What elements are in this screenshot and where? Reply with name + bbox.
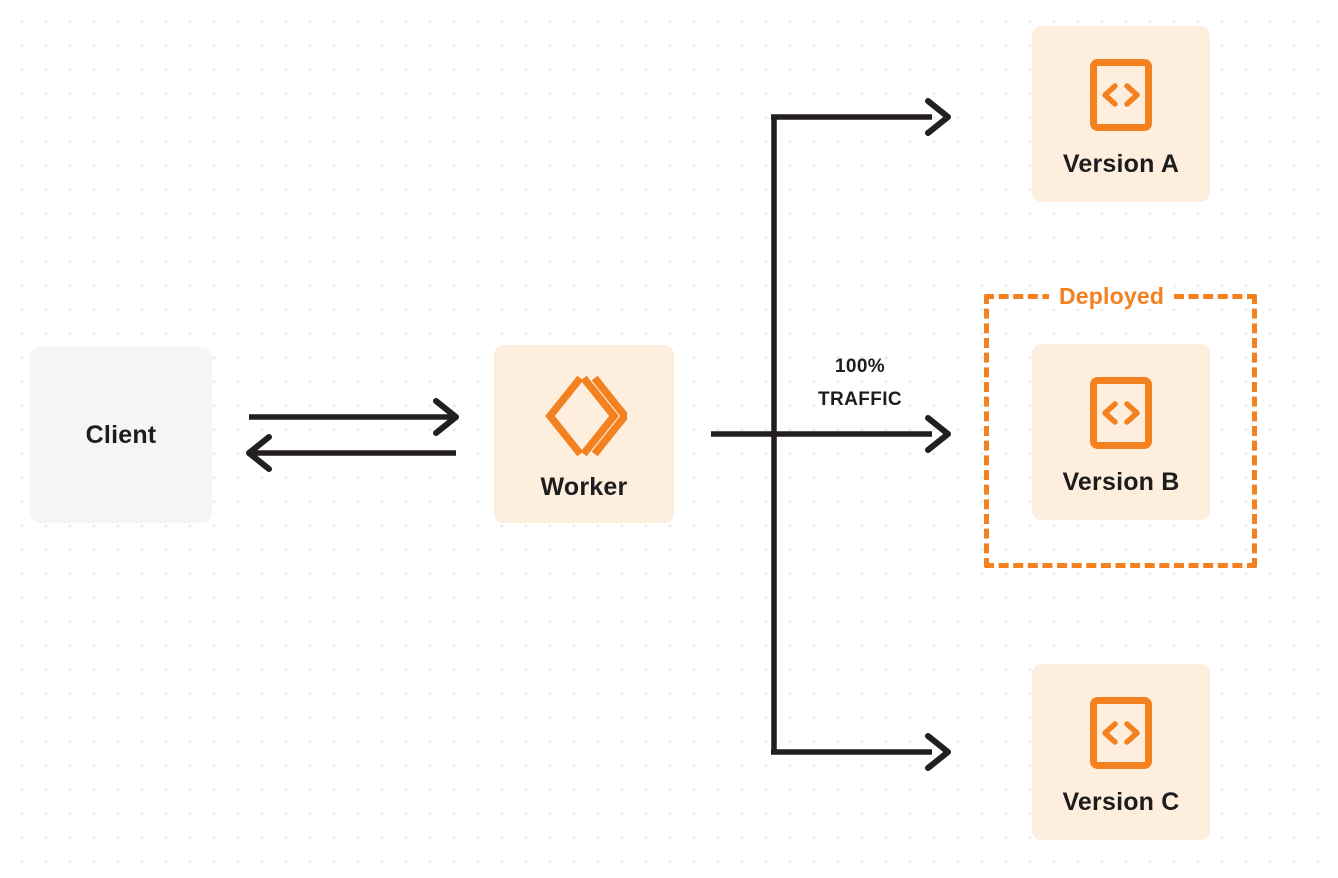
- client-label: Client: [85, 420, 157, 449]
- node-worker[interactable]: Worker: [494, 345, 674, 523]
- deployed-group-label: Deployed: [1049, 283, 1175, 309]
- edge-worker-to-version-a: [771, 98, 951, 136]
- edge-client-to-worker: [249, 398, 459, 436]
- node-version-a[interactable]: Version A: [1032, 26, 1210, 202]
- traffic-caption: TRAFFIC: [817, 389, 903, 410]
- worker-label: Worker: [540, 472, 628, 501]
- traffic-percent: 100%: [834, 356, 886, 377]
- cloudflare-workers-logo-icon: [541, 373, 630, 459]
- code-file-icon: [1089, 58, 1153, 132]
- version-a-label: Version A: [1062, 149, 1180, 178]
- code-file-icon: [1089, 696, 1153, 770]
- node-client[interactable]: Client: [30, 347, 212, 523]
- edge-worker-to-client: [246, 434, 456, 472]
- version-c-label: Version C: [1062, 787, 1180, 816]
- node-version-c[interactable]: Version C: [1032, 664, 1210, 840]
- version-b-label: Version B: [1062, 467, 1180, 496]
- edge-worker-to-version-b: [711, 415, 951, 453]
- code-file-icon: [1089, 376, 1153, 450]
- node-version-b[interactable]: Version B: [1032, 344, 1210, 520]
- traffic-label: 100% TRAFFIC: [780, 350, 940, 416]
- edge-worker-to-version-c: [771, 733, 951, 771]
